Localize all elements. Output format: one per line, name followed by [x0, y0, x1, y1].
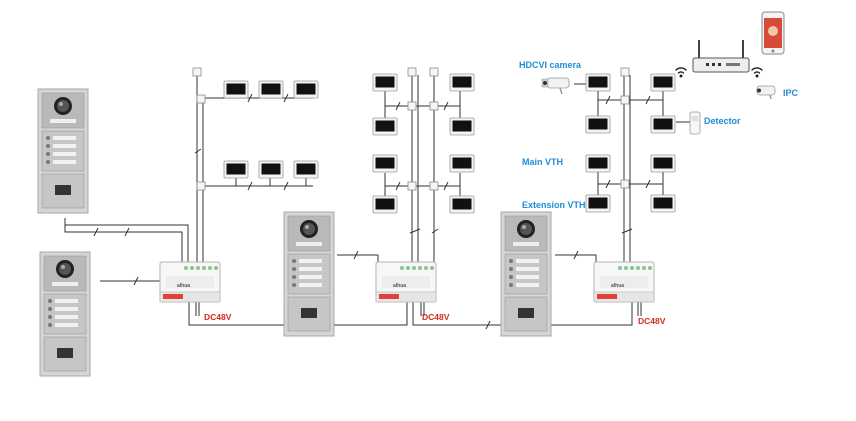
- hdcvi-camera-label: HDCVI camera: [519, 60, 582, 70]
- switch-icon: [159, 261, 221, 303]
- monitor-icon: [293, 160, 319, 179]
- wiring: [64, 75, 690, 326]
- monitor-icon: [650, 115, 676, 134]
- detector-label: Detector: [704, 116, 741, 126]
- extension-vth-label: Extension VTH: [522, 200, 586, 210]
- camera-icon: [756, 85, 776, 100]
- splitter-icon: [620, 95, 630, 105]
- ipc-label: IPC: [783, 88, 799, 98]
- monitor-icon: [372, 117, 398, 136]
- door-station-icon: [500, 211, 552, 337]
- monitor-icon: [650, 194, 676, 213]
- monitor-icon: [449, 73, 475, 92]
- door-station-icon: [39, 251, 91, 377]
- switch-icon: [593, 261, 655, 303]
- door-station-icon: [283, 211, 335, 337]
- splitter-icon: [429, 67, 439, 77]
- door-station-icon: [37, 88, 89, 214]
- wifi-icon: [751, 67, 763, 78]
- splitter-icon: [407, 181, 417, 191]
- splitter-icon: [407, 101, 417, 111]
- monitor-icon: [223, 160, 249, 179]
- router-icon: [692, 40, 750, 73]
- power-label: DC48V: [422, 312, 450, 322]
- monitor-icon: [372, 195, 398, 214]
- switch-icon: [375, 261, 437, 303]
- monitor-icon: [293, 80, 319, 99]
- switch-brand-label: alhua: [611, 283, 624, 289]
- splitter-icon: [620, 67, 630, 77]
- monitor-icon: [449, 154, 475, 173]
- splitter-icon: [407, 67, 417, 77]
- camera-icon: [541, 77, 570, 95]
- monitor-icon: [223, 80, 249, 99]
- monitor-icon: [449, 195, 475, 214]
- monitor-icon: [585, 115, 611, 134]
- monitor-icon: [585, 73, 611, 92]
- monitor-icon: [258, 80, 284, 99]
- wifi-icon: [675, 67, 687, 78]
- monitor-icon: [585, 154, 611, 173]
- splitter-icon: [620, 179, 630, 189]
- monitor-icon: [650, 73, 676, 92]
- monitor-icon: [449, 117, 475, 136]
- monitor-icon: [258, 160, 284, 179]
- monitor-icon: [372, 154, 398, 173]
- splitter-icon: [192, 67, 202, 77]
- splitter-icon: [196, 181, 206, 191]
- switch-brand-label: alhua: [393, 283, 406, 289]
- cable-ticks: [93, 93, 651, 330]
- monitor-icon: [372, 73, 398, 92]
- main-vth-label: Main VTH: [522, 157, 563, 167]
- monitor-icon: [650, 154, 676, 173]
- detector-icon: [689, 111, 701, 135]
- monitor-icon: [585, 194, 611, 213]
- smartphone-icon: [761, 11, 785, 55]
- power-label: DC48V: [204, 312, 232, 322]
- splitter-icon: [196, 94, 206, 104]
- splitter-icon: [429, 181, 439, 191]
- switch-brand-label: alhua: [177, 283, 190, 289]
- power-label: DC48V: [638, 316, 666, 326]
- splitter-icon: [429, 101, 439, 111]
